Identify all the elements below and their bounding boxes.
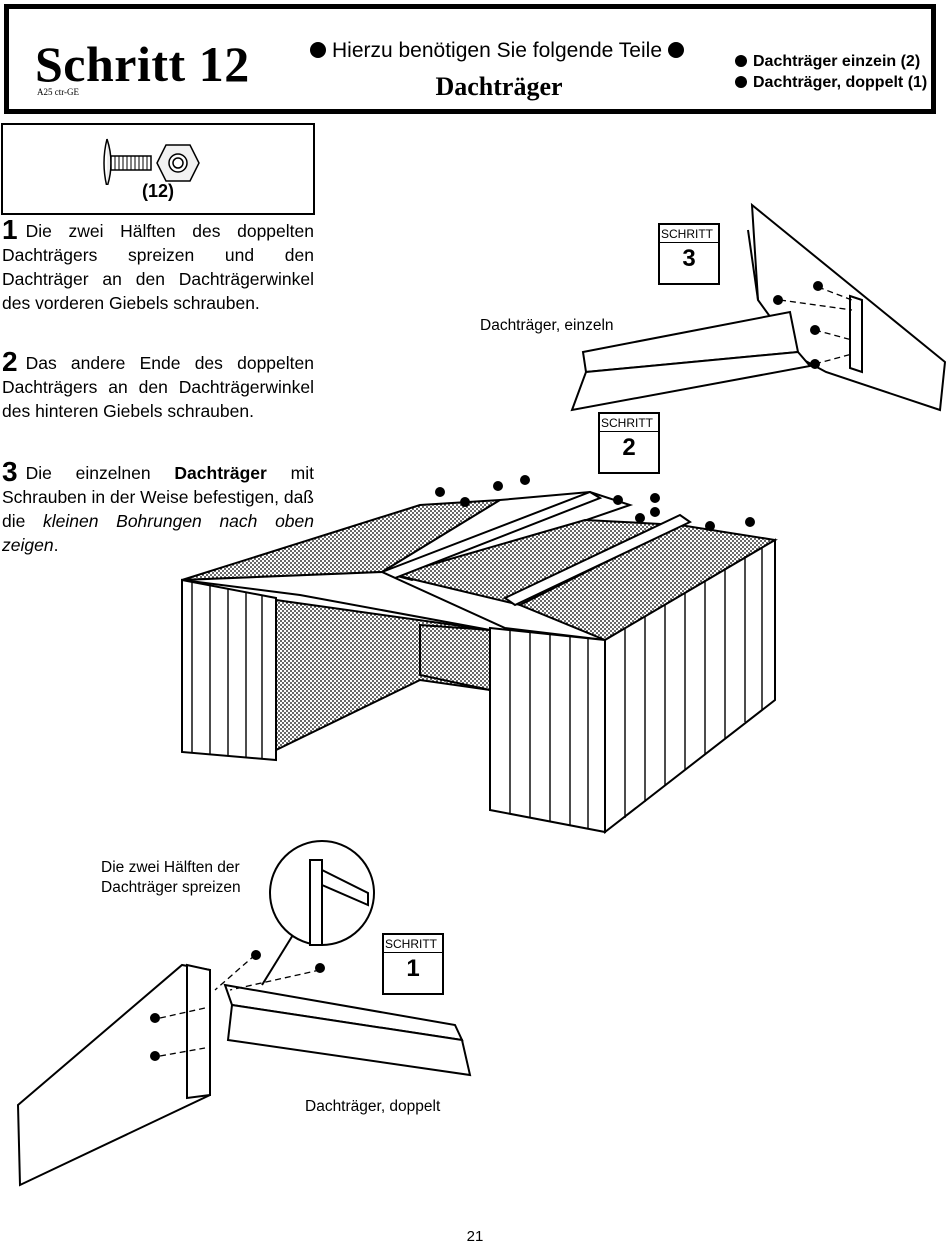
step-title: Schritt 12 [35, 36, 250, 92]
label-spread-line2: Dachträger spreizen [101, 879, 241, 896]
hardware-box: (12) [1, 123, 315, 215]
schritt-number: 3 [682, 245, 696, 272]
instruction-number: 1 [2, 214, 18, 245]
roof-bracket [849, 294, 863, 374]
parts-list: Dachträger einzein (2) Dachträger, doppe… [735, 51, 927, 93]
right-wall [604, 538, 776, 835]
bullet-icon [735, 55, 747, 67]
schritt-box-2: SCHRITT 2 [598, 412, 660, 474]
screw-icon [103, 138, 152, 185]
schritt-label: SCHRITT [660, 225, 718, 243]
instruction-number: 3 [2, 456, 18, 487]
detail-double-beam [16, 840, 472, 1187]
label-spread-line1: Die zwei Hälften der [101, 859, 240, 876]
parts-title: Dachträger [435, 72, 563, 101]
instruction-bold: Dachträger [174, 463, 267, 483]
bullet-icon [667, 42, 684, 58]
single-beam-side [570, 350, 812, 412]
step-header: Schritt 12 A25 ctr-GE Hierzu benötigen S… [4, 4, 936, 114]
gable-panel [16, 963, 211, 1187]
detail-single-beam [570, 202, 947, 412]
nut-icon [156, 144, 200, 182]
roof-bracket [186, 963, 211, 1100]
hardware-illustration [103, 138, 200, 185]
schritt-label: SCHRITT [600, 414, 658, 432]
schritt-box-3: SCHRITT 3 [658, 223, 720, 285]
label-double-beam: Dachträger, doppelt [305, 1098, 441, 1115]
schritt-number: 2 [622, 434, 636, 461]
step-code: A25 ctr-GE [37, 87, 80, 97]
shed-illustration [181, 475, 778, 835]
schritt-box-1: SCHRITT 1 [382, 933, 444, 995]
double-beam-side [226, 1003, 472, 1077]
parts-list-item: Dachträger, doppelt (1) [735, 72, 927, 93]
roof-beam [503, 513, 692, 607]
instruction-italic: kleinen Bohrungen nach oben zeigen [2, 511, 314, 555]
gable-panel [750, 202, 947, 412]
bullet-icon [735, 76, 747, 88]
schritt-label: SCHRITT [384, 935, 442, 953]
left-wall [181, 578, 277, 762]
instruction-text: Das andere Ende des doppelten Dachträger… [2, 353, 314, 421]
hardware-quantity: (12) [141, 181, 174, 201]
bullet-icon [310, 42, 327, 58]
instruction-text: Die zwei Hälften des doppelten Dachträge… [2, 221, 314, 313]
page-number: 21 [466, 1228, 484, 1245]
parts-needed-heading: Hierzu benötigen Sie folgende Teile [281, 39, 713, 63]
parts-list-item: Dachträger einzein (2) [735, 51, 927, 72]
parts-needed-text: Hierzu benötigen Sie folgende Teile [331, 39, 662, 62]
instruction-number: 2 [2, 346, 18, 377]
schritt-number: 1 [406, 955, 420, 982]
label-single-beam: Dachträger, einzeln [480, 317, 614, 334]
